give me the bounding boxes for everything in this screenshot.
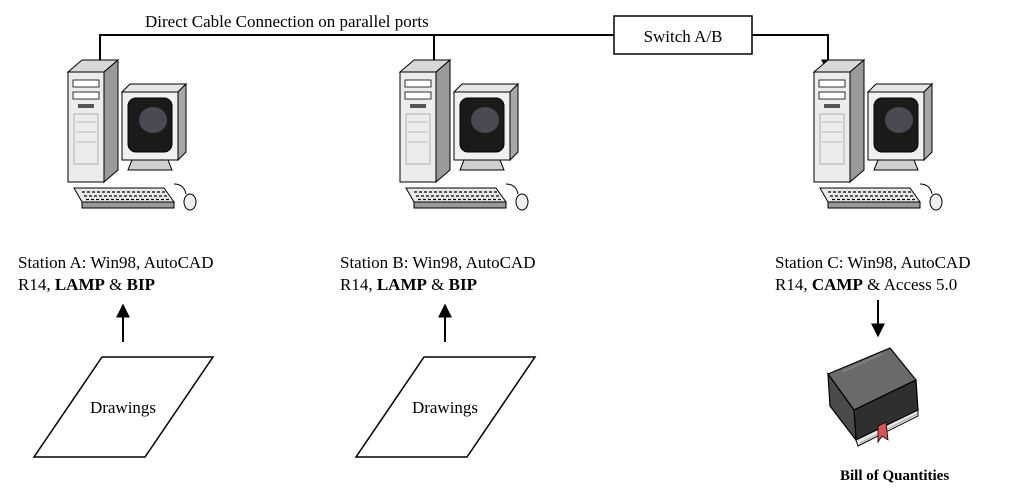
station-b-line2: R14, LAMP & BIP <box>340 274 535 296</box>
station-b-sep: & <box>426 275 449 294</box>
station-b-line1: Station B: Win98, AutoCAD <box>340 253 536 272</box>
station-a-line1: Station A: Win98, AutoCAD <box>18 253 214 272</box>
station-a-software-lamp: LAMP <box>54 275 105 294</box>
station-c-software-camp: CAMP <box>811 275 863 294</box>
bill-of-quantities-label: Bill of Quantities <box>840 468 950 484</box>
station-b-os: R14, <box>340 275 377 294</box>
parallel-cable-line <box>99 34 435 72</box>
station-b-computer-icon <box>399 59 529 211</box>
station-c-computer-icon <box>813 59 943 211</box>
drawings-a-shape <box>32 356 215 458</box>
switch-to-station-c-arrow <box>752 34 835 74</box>
station-c-label: Station C: Win98, AutoCAD R14, CAMP & Ac… <box>775 252 970 296</box>
drawings-b-shape <box>354 356 537 458</box>
station-b-software-lamp: LAMP <box>376 275 427 294</box>
station-a-sep: & <box>104 275 127 294</box>
book-icon <box>827 347 919 447</box>
station-a-software-bip: BIP <box>126 275 155 294</box>
station-a-computer-icon <box>67 59 197 211</box>
cable-label: Direct Cable Connection on parallel port… <box>145 12 429 31</box>
station-c-sep: & <box>862 275 884 294</box>
station-b-label: Station B: Win98, AutoCAD R14, LAMP & BI… <box>340 252 535 296</box>
station-c-software-access: Access 5.0 <box>883 275 958 294</box>
station-c-os: R14, <box>775 275 812 294</box>
station-a-label: Station A: Win98, AutoCAD R14, LAMP & BI… <box>18 252 213 296</box>
station-a-os: R14, <box>18 275 55 294</box>
station-c-line1: Station C: Win98, AutoCAD <box>775 253 971 272</box>
station-b-software-bip: BIP <box>448 275 477 294</box>
switch-label: Switch A/B <box>644 27 723 46</box>
station-a-line2: R14, LAMP & BIP <box>18 274 213 296</box>
station-c-line2: R14, CAMP & Access 5.0 <box>775 274 970 296</box>
drawings-a-label: Drawings <box>90 398 156 417</box>
drawings-b-label: Drawings <box>412 398 478 417</box>
